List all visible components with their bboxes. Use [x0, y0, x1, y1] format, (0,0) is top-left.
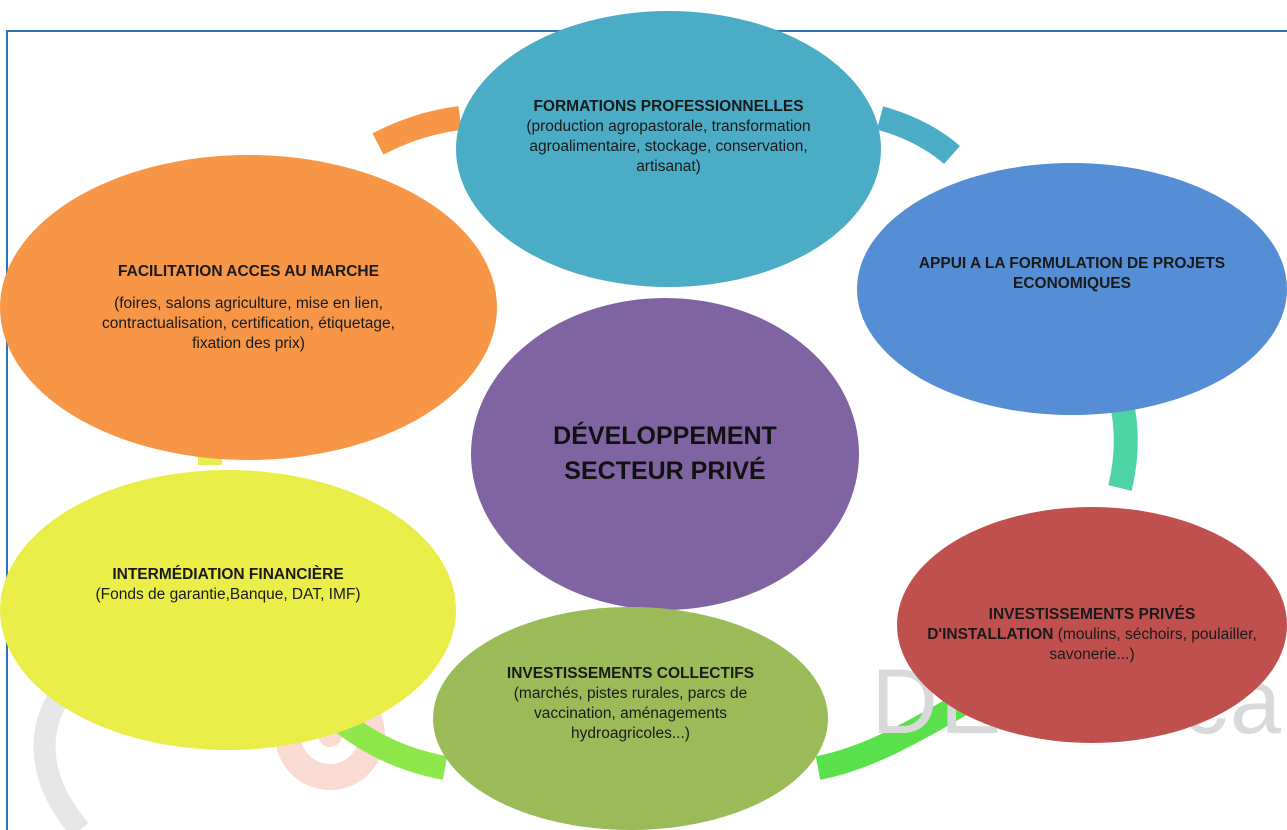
node-formations-desc: (production agropastorale, transformatio…	[526, 118, 811, 175]
node-formations-title: FORMATIONS PROFESSIONNELLES	[533, 98, 804, 115]
center-line-2: SECTEUR PRIVÉ	[564, 457, 766, 485]
node-formations-text: FORMATIONS PROFESSIONNELLES (production …	[496, 97, 841, 177]
node-intermediation: INTERMÉDIATION FINANCIÈRE (Fonds de gara…	[0, 470, 456, 750]
node-investissements-prives-text: INVESTISSEMENTS PRIVÉS D'INSTALLATION (m…	[927, 605, 1257, 665]
node-investissements-collectifs: INVESTISSEMENTS COLLECTIFS (marchés, pis…	[433, 607, 828, 830]
node-formations: FORMATIONS PROFESSIONNELLES (production …	[456, 11, 881, 287]
node-investissements-collectifs-title: INVESTISSEMENTS COLLECTIFS	[506, 664, 755, 682]
center-line-1: DÉVELOPPEMENT	[553, 422, 777, 450]
node-facilitation-title: FACILITATION ACCES AU MARCHE	[118, 262, 379, 280]
node-intermediation-desc: (Fonds de garantie,Banque, DAT, IMF)	[95, 586, 361, 603]
node-appui-title: APPUI A LA FORMULATION DE PROJETS ECONOM…	[918, 255, 1226, 292]
node-investissements-prives-title: INVESTISSEMENTS PRIVÉS D'INSTALLATION	[927, 606, 1196, 643]
node-investissements-collectifs-desc: (marchés, pistes rurales, parcs de vacci…	[513, 684, 748, 742]
node-investissements-prives-desc: (moulins, séchoirs, poulailler, savoneri…	[1049, 626, 1257, 663]
node-facilitation: FACILITATION ACCES AU MARCHE (foires, sa…	[0, 155, 497, 460]
node-appui: APPUI A LA FORMULATION DE PROJETS ECONOM…	[857, 163, 1287, 415]
node-investissements-prives: INVESTISSEMENTS PRIVÉS D'INSTALLATION (m…	[897, 507, 1287, 743]
connector-investissements-prives-collectifs	[815, 694, 967, 780]
connector-formations-appui	[876, 106, 960, 165]
node-center: DÉVELOPPEMENT SECTEUR PRIVÉ	[471, 298, 859, 610]
connector-facilitation-formations	[372, 106, 462, 155]
node-intermediation-title: INTERMÉDIATION FINANCIÈRE	[112, 566, 344, 583]
node-facilitation-desc: (foires, salons agriculture, mise en lie…	[102, 294, 395, 352]
